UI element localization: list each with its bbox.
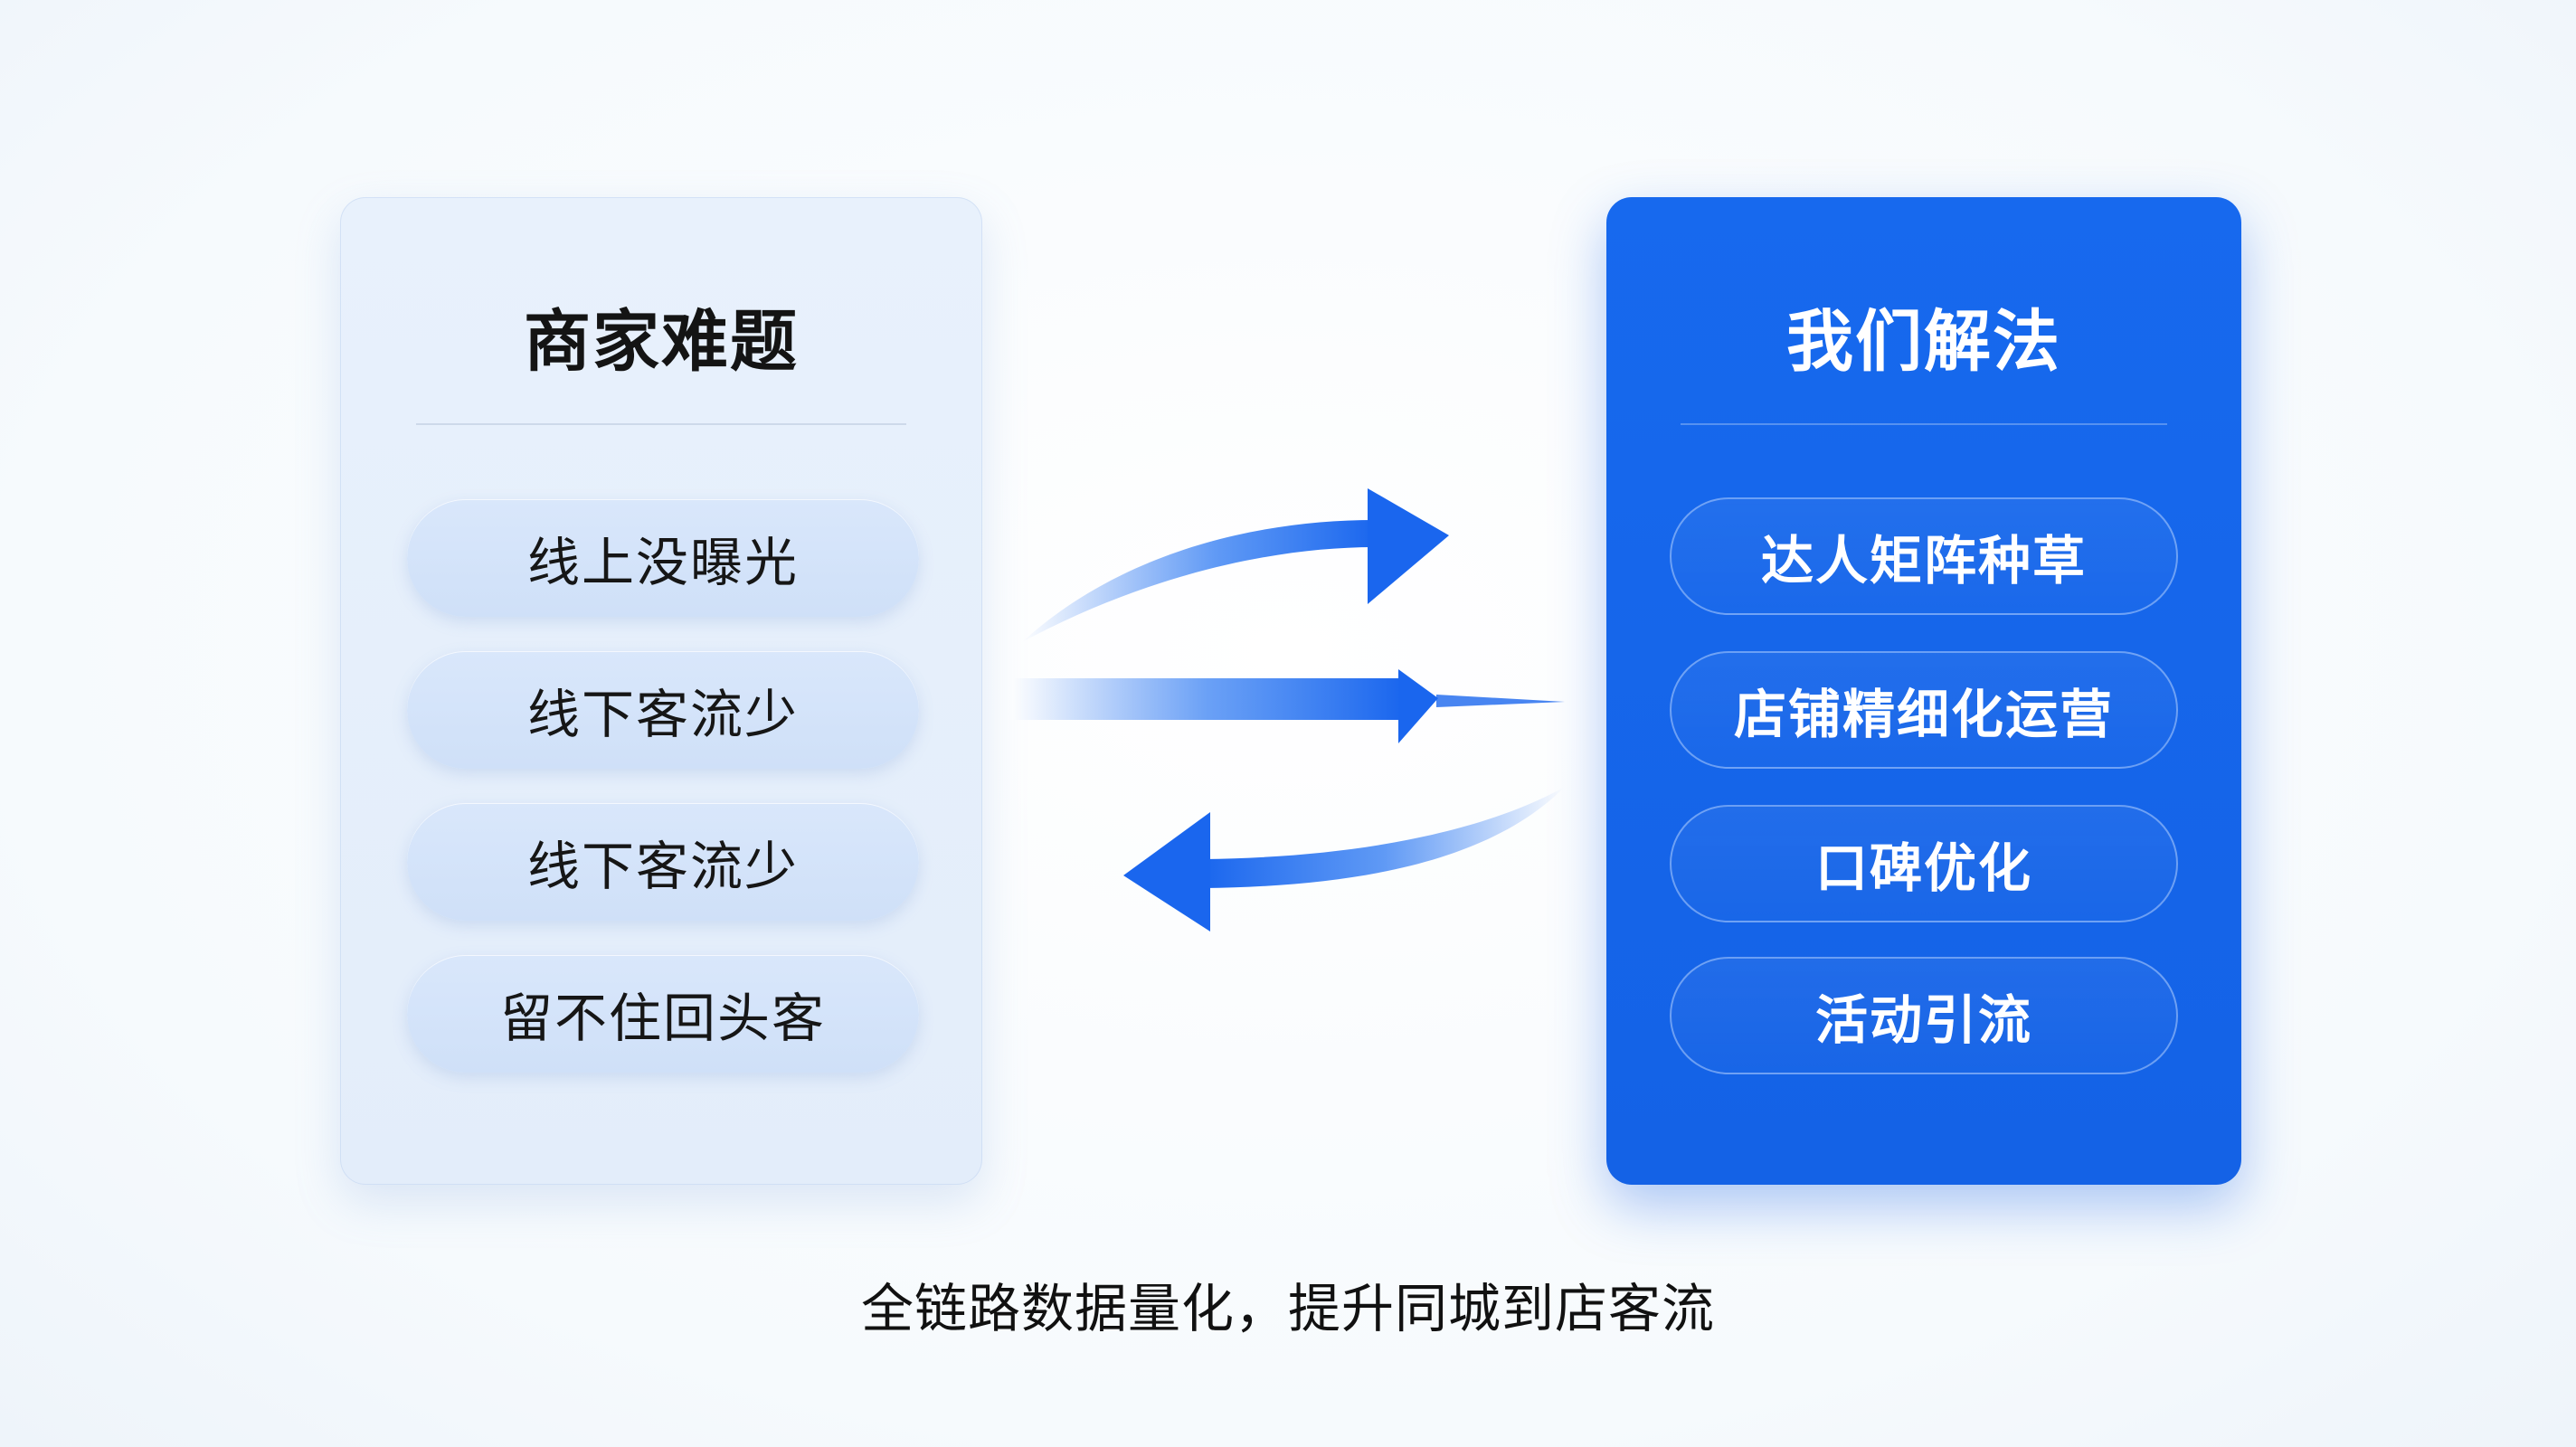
solution-item-2: 店铺精细化运营 bbox=[1670, 651, 2178, 769]
problem-item-4: 留不住回头客 bbox=[407, 955, 919, 1073]
arrow-right-icon bbox=[1022, 488, 1449, 642]
solution-item-3: 口碑优化 bbox=[1670, 805, 2178, 922]
problems-title: 商家难题 bbox=[524, 303, 799, 381]
problems-divider bbox=[416, 423, 906, 425]
arrow-right-icon bbox=[1013, 669, 1565, 743]
solutions-divider bbox=[1681, 423, 2167, 425]
summary-caption: 全链路数据量化，提升同城到店客流 bbox=[860, 1278, 1715, 1339]
flow-arrows bbox=[1013, 488, 1565, 932]
problem-item-1: 线上没曝光 bbox=[407, 499, 919, 617]
problem-item-2: 线下客流少 bbox=[407, 651, 919, 769]
problems-panel: 商家难题 线上没曝光 线下客流少 线下客流少 留不住回头客 bbox=[340, 197, 982, 1185]
solution-item-4: 活动引流 bbox=[1670, 957, 2178, 1074]
solution-item-1: 达人矩阵种草 bbox=[1670, 497, 2178, 615]
arrow-left-icon bbox=[1123, 787, 1565, 932]
solutions-panel: 我们解法 达人矩阵种草 店铺精细化运营 口碑优化 活动引流 bbox=[1606, 197, 2241, 1185]
solutions-title: 我们解法 bbox=[1786, 303, 2061, 381]
problem-item-3: 线下客流少 bbox=[407, 803, 919, 921]
